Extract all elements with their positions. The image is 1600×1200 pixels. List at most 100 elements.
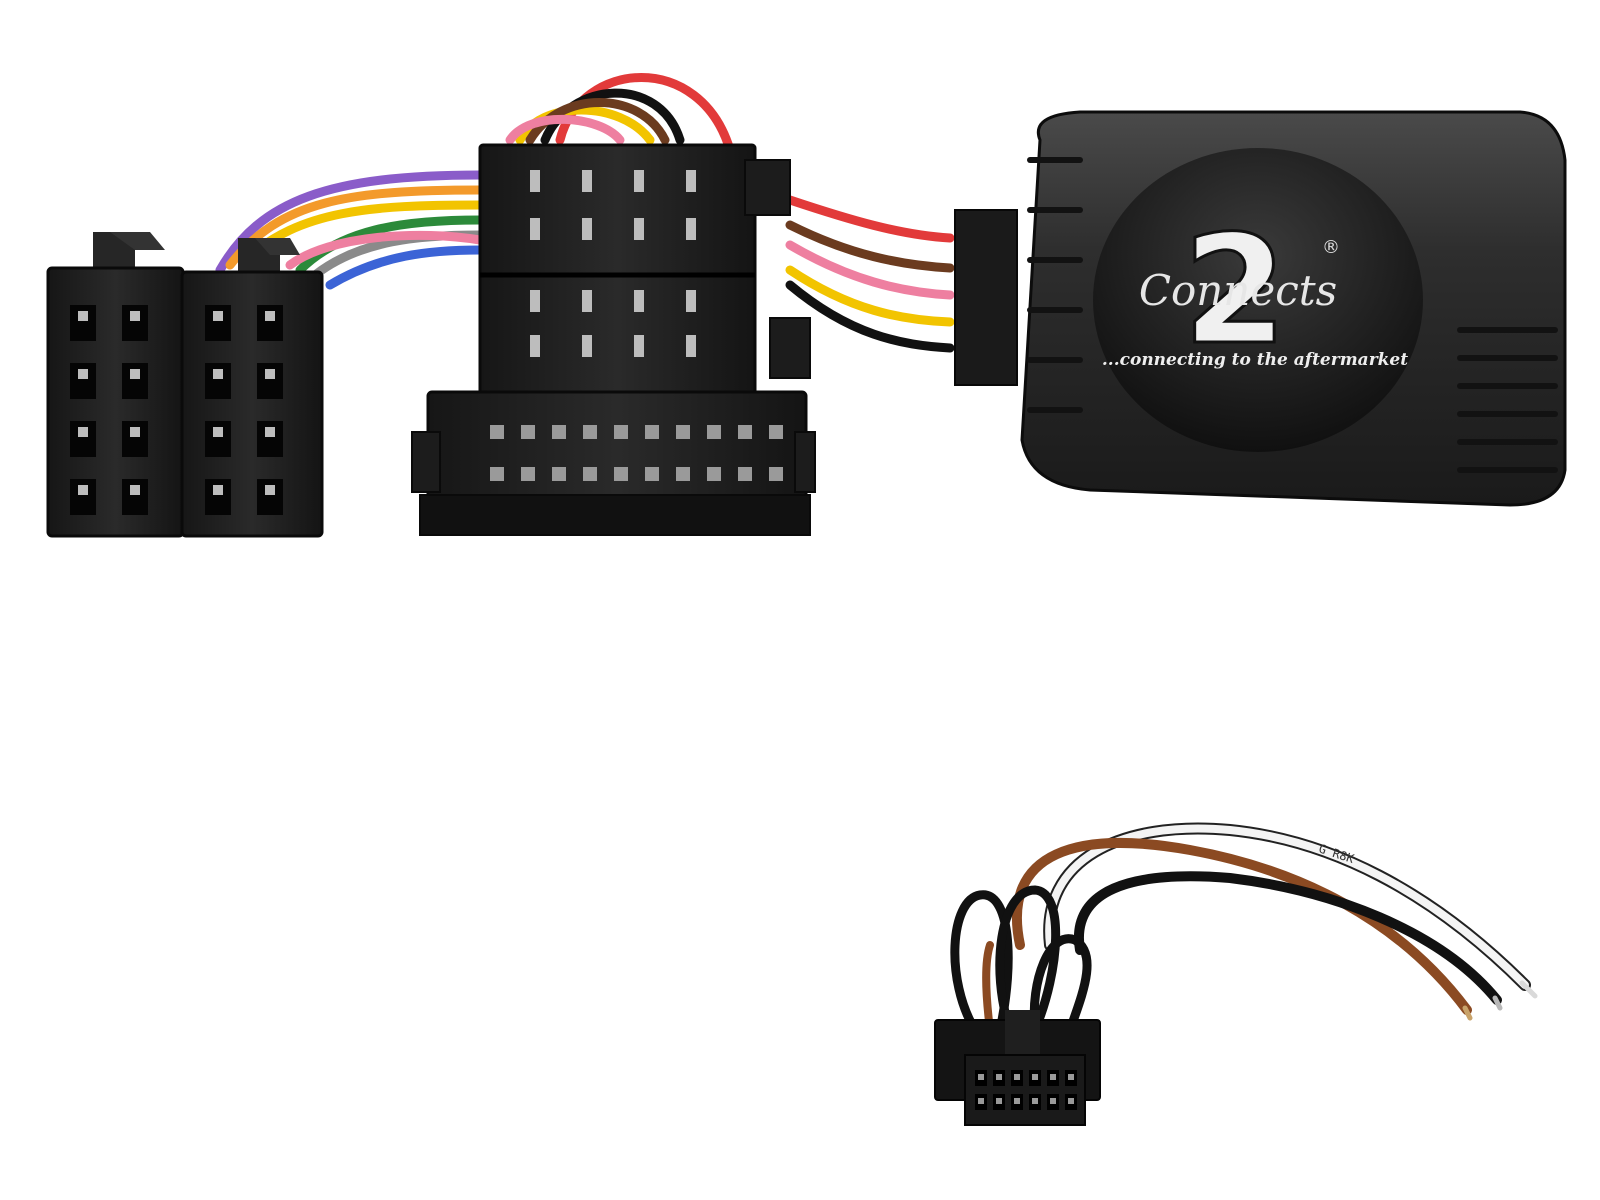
wire-pink-right — [785, 240, 955, 300]
iso-pin-socket — [257, 305, 283, 341]
quadlock-pin — [530, 170, 540, 192]
plug-contact — [1014, 1074, 1020, 1080]
iso-pin-socket — [122, 305, 148, 341]
lower-pin — [552, 467, 566, 481]
iso-pin-socket — [257, 363, 283, 399]
lower-pin — [614, 425, 628, 439]
lower-pin — [614, 467, 628, 481]
lower-pin — [707, 425, 721, 439]
iso-pin-contact — [213, 369, 223, 379]
iso-pin-contact — [130, 427, 140, 437]
iso-connector-right — [180, 238, 324, 538]
iso-pin-socket — [70, 479, 96, 515]
wire-violet — [215, 170, 485, 275]
quadlock-pin — [686, 335, 696, 357]
registered-mark: ® — [1322, 237, 1340, 258]
iso-pin-socket — [205, 479, 231, 515]
lower-pin — [583, 467, 597, 481]
plug-contact — [978, 1098, 984, 1104]
quadlock-connector — [411, 143, 816, 536]
logo-oval — [1093, 148, 1423, 452]
quadlock-pin — [582, 290, 592, 312]
lower-pin — [645, 467, 659, 481]
lower-pin — [490, 425, 504, 439]
iso-pin-contact — [78, 485, 88, 495]
lower-pin — [645, 425, 659, 439]
wire-black — [1073, 871, 1502, 1005]
lower-pin — [583, 425, 597, 439]
iso-pin-contact — [213, 427, 223, 437]
iso-pin-socket — [205, 421, 231, 457]
iso-pin-contact — [78, 311, 88, 321]
quadlock-pin — [582, 170, 592, 192]
wire-pink-top — [505, 114, 625, 145]
quadlock-pin — [634, 290, 644, 312]
iso-pin-socket — [122, 479, 148, 515]
iso-pin-socket — [122, 421, 148, 457]
iso-pin-contact — [213, 311, 223, 321]
iso-pin-contact — [265, 369, 275, 379]
wire-loom — [215, 73, 955, 353]
quadlock-pin — [634, 218, 644, 240]
brand-tagline: ...connecting to the aftermarket — [1102, 350, 1408, 370]
quadlock-pin — [530, 335, 540, 357]
iso-pin-contact — [265, 485, 275, 495]
iso-pin-contact — [130, 311, 140, 321]
interface-box — [954, 110, 1567, 507]
quadlock-pin — [530, 218, 540, 240]
plug-contact — [1032, 1098, 1038, 1104]
iso-pin-contact — [78, 369, 88, 379]
wire-red-right — [785, 195, 955, 243]
iso-pin-socket — [205, 305, 231, 341]
quadlock-pin — [634, 170, 644, 192]
brand-numeral: 2 — [1183, 204, 1287, 378]
lower-pin — [521, 467, 535, 481]
lower-pin — [738, 467, 752, 481]
wire-print: G R8K — [1317, 842, 1356, 867]
brand-wordmark: Connects — [1139, 266, 1337, 315]
wire-black-right — [785, 280, 955, 353]
plug-contact — [978, 1074, 984, 1080]
quadlock-pin — [634, 335, 644, 357]
iso-pin-contact — [130, 485, 140, 495]
lower-pin — [769, 467, 783, 481]
iso-pin-contact — [265, 311, 275, 321]
iso-pin-socket — [122, 363, 148, 399]
plug-contact — [1050, 1098, 1056, 1104]
lower-pin — [676, 425, 690, 439]
plug-contact — [1014, 1098, 1020, 1104]
multi-pin-plug — [934, 1010, 1101, 1126]
iso-pin-contact — [213, 485, 223, 495]
lower-pin — [738, 425, 752, 439]
iso-pin-socket — [257, 421, 283, 457]
wire-pink-left — [285, 230, 485, 270]
quadlock-pin — [686, 290, 696, 312]
lower-pin — [676, 467, 690, 481]
iso-pin-contact — [130, 369, 140, 379]
wire-blue — [325, 245, 485, 290]
iso-pin-contact — [78, 427, 88, 437]
plug-contact — [1068, 1098, 1074, 1104]
iso-pin-socket — [257, 479, 283, 515]
iso-pin-socket — [205, 363, 231, 399]
lower-pin — [490, 467, 504, 481]
wire-yellow-right — [785, 265, 955, 327]
quadlock-pin — [530, 290, 540, 312]
quadlock-pin — [582, 335, 592, 357]
wire-brown — [1011, 837, 1472, 1015]
iso-pin-socket — [70, 363, 96, 399]
iso-pin-socket — [70, 421, 96, 457]
plug-contact — [1050, 1074, 1056, 1080]
iso-pin-socket — [70, 305, 96, 341]
iso-connector-left — [46, 232, 185, 538]
plug-contact — [996, 1074, 1002, 1080]
plug-contact — [1068, 1074, 1074, 1080]
quadlock-pin — [686, 218, 696, 240]
lower-pin — [707, 467, 721, 481]
lower-pin — [552, 425, 566, 439]
patch-lead — [950, 822, 1538, 1035]
plug-contact — [1032, 1074, 1038, 1080]
quadlock-pin — [686, 170, 696, 192]
lower-pin — [521, 425, 535, 439]
wire-brown-right — [785, 220, 955, 273]
